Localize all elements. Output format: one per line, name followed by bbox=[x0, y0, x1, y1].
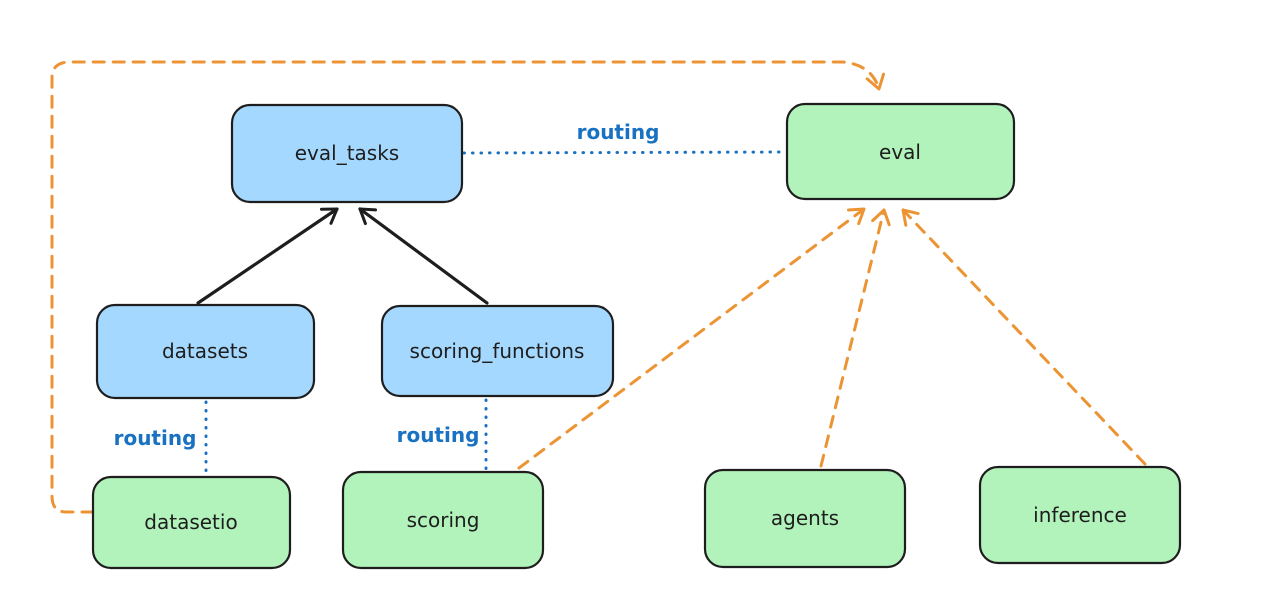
routing-label-scoring: routing bbox=[397, 423, 480, 447]
node-agents-shape bbox=[703, 468, 907, 569]
node-inference-shape bbox=[978, 465, 1182, 565]
edge-inference-to-eval bbox=[901, 208, 1147, 466]
node-eval-tasks: eval_tasks bbox=[230, 103, 464, 204]
edge-scoring-to-eval bbox=[517, 207, 866, 470]
routing-label-eval: routing bbox=[577, 120, 660, 144]
node-scoring-shape bbox=[341, 470, 545, 570]
edge-datasets-to-eval-tasks bbox=[196, 207, 339, 305]
node-datasets: datasets bbox=[95, 303, 316, 400]
node-eval-tasks-shape bbox=[230, 103, 464, 204]
node-agents: agents bbox=[703, 468, 907, 569]
node-datasets-label: datasets bbox=[162, 339, 248, 363]
node-eval-shape bbox=[785, 102, 1016, 201]
edge-scoring-functions-to-eval-tasks bbox=[358, 207, 489, 305]
node-scoring-functions: scoring_functions bbox=[380, 304, 615, 398]
node-datasetio-label: datasetio bbox=[144, 510, 237, 534]
edge-datasetio-to-eval-loop bbox=[50, 60, 886, 514]
node-inference-label: inference bbox=[1033, 503, 1127, 527]
node-scoring-functions-label: scoring_functions bbox=[410, 339, 585, 363]
node-eval-tasks-label: eval_tasks bbox=[295, 141, 399, 165]
edge-agents-to-eval bbox=[819, 208, 891, 468]
node-eval: eval bbox=[785, 102, 1016, 201]
node-datasetio-shape bbox=[91, 475, 292, 570]
node-datasetio: datasetio bbox=[91, 475, 292, 570]
edge-routing-eval-tasks-eval bbox=[462, 150, 787, 155]
node-datasets-shape bbox=[95, 303, 316, 400]
node-scoring-label: scoring bbox=[407, 508, 480, 532]
node-inference: inference bbox=[978, 465, 1182, 565]
node-scoring-functions-shape bbox=[380, 304, 615, 398]
routing-label-datasetio: routing bbox=[114, 426, 197, 450]
node-eval-label: eval bbox=[879, 140, 921, 164]
node-scoring: scoring bbox=[341, 470, 545, 570]
node-agents-label: agents bbox=[771, 506, 839, 530]
